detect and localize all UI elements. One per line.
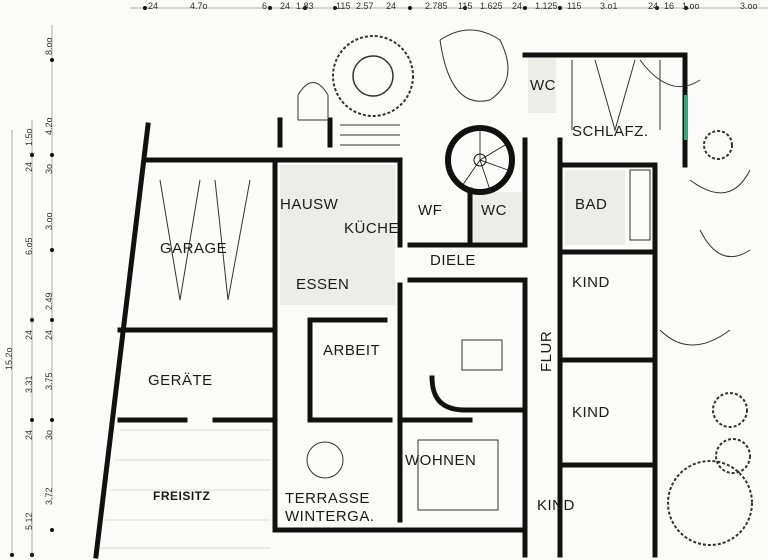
room-label: WC [481,202,507,219]
room-label: KIND [537,497,575,514]
dimension-label-top: 16 [664,1,675,11]
dimension-label-top: 115 [336,1,351,11]
dimension-label-top: 24 [648,1,659,11]
room-label: SCHLAFZ. [572,123,649,140]
dimension-label-top: 1.83 [296,1,314,11]
room-label: TERRASSE [285,490,370,507]
dimension-label-left: 5.12 [24,512,34,530]
room-label: WF [418,202,443,219]
room-label: ARBEIT [323,342,381,359]
dimension-label-left: 4.2o [44,117,54,135]
room-label: WOHNEN [405,452,477,469]
dimension-label-left: 8.oo [44,37,54,55]
room-label: HAUSW [280,196,339,213]
room-label: GERÄTE [148,372,213,389]
furniture [159,59,661,511]
dimension-label-top: 24 [280,1,291,11]
room-label: GARAGE [160,240,228,257]
dimension-label-left: 3o [44,429,54,440]
dimension-label-top: 1.125 [535,1,558,11]
dimension-label-top: 2.785 [425,1,448,11]
room-label: DIELE [430,252,476,269]
dimension-label-left: 1.5o [24,128,34,146]
dimension-label-top: 24 [148,1,159,11]
dimension-label-left: 24 [24,429,34,440]
dimension-label-top: 24 [386,1,397,11]
dimension-label-left: 2.49 [44,292,54,310]
walls [93,52,688,559]
dimension-label-top: 3.oo [740,1,758,11]
dimension-label-top: 3.o1 [600,1,618,11]
dimension-ticks [10,6,688,557]
dimension-label-left: 3.31 [24,375,34,393]
dimension-label-top: 115 [458,1,473,11]
room-label: KIND [572,404,610,421]
dimension-label-left: 3.75 [44,372,54,390]
dimension-label-left: 6.o5 [24,237,34,255]
dimension-label-top: 24 [512,1,523,11]
room-label: FREISITZ [153,489,211,503]
room-label: KIND [572,274,610,291]
dimension-label-top: 2.57 [356,1,374,11]
terrace-hatch [100,429,270,549]
window-mark [684,95,688,140]
floor-tiles [280,58,625,305]
dimension-label-left: 24 [24,161,34,172]
dimension-label-top: 1.oo [682,1,700,11]
dimension-label-left: 15.2o [4,347,14,370]
dimension-label-top: 1.625 [480,1,503,11]
room-label: WC [530,77,556,94]
room-label: FLUR [538,330,555,372]
dimension-label-left: 3.oo [44,212,54,230]
room-label: ESSEN [296,276,350,293]
dimension-label-left: 24 [44,329,54,340]
dimension-label-left: 3o [44,163,54,174]
dimension-label-top: 6 [262,1,268,11]
room-label: BAD [575,196,608,213]
room-label: KÜCHE [344,220,400,237]
dimension-label-left: 3.72 [44,487,54,505]
spiral-stair [445,125,515,195]
trees [332,29,753,546]
room-label: WINTERGA. [285,508,375,525]
dimension-label-top: 4.7o [190,1,208,11]
dimension-label-left: 24 [24,329,34,340]
dimension-label-top: 115 [567,1,582,11]
